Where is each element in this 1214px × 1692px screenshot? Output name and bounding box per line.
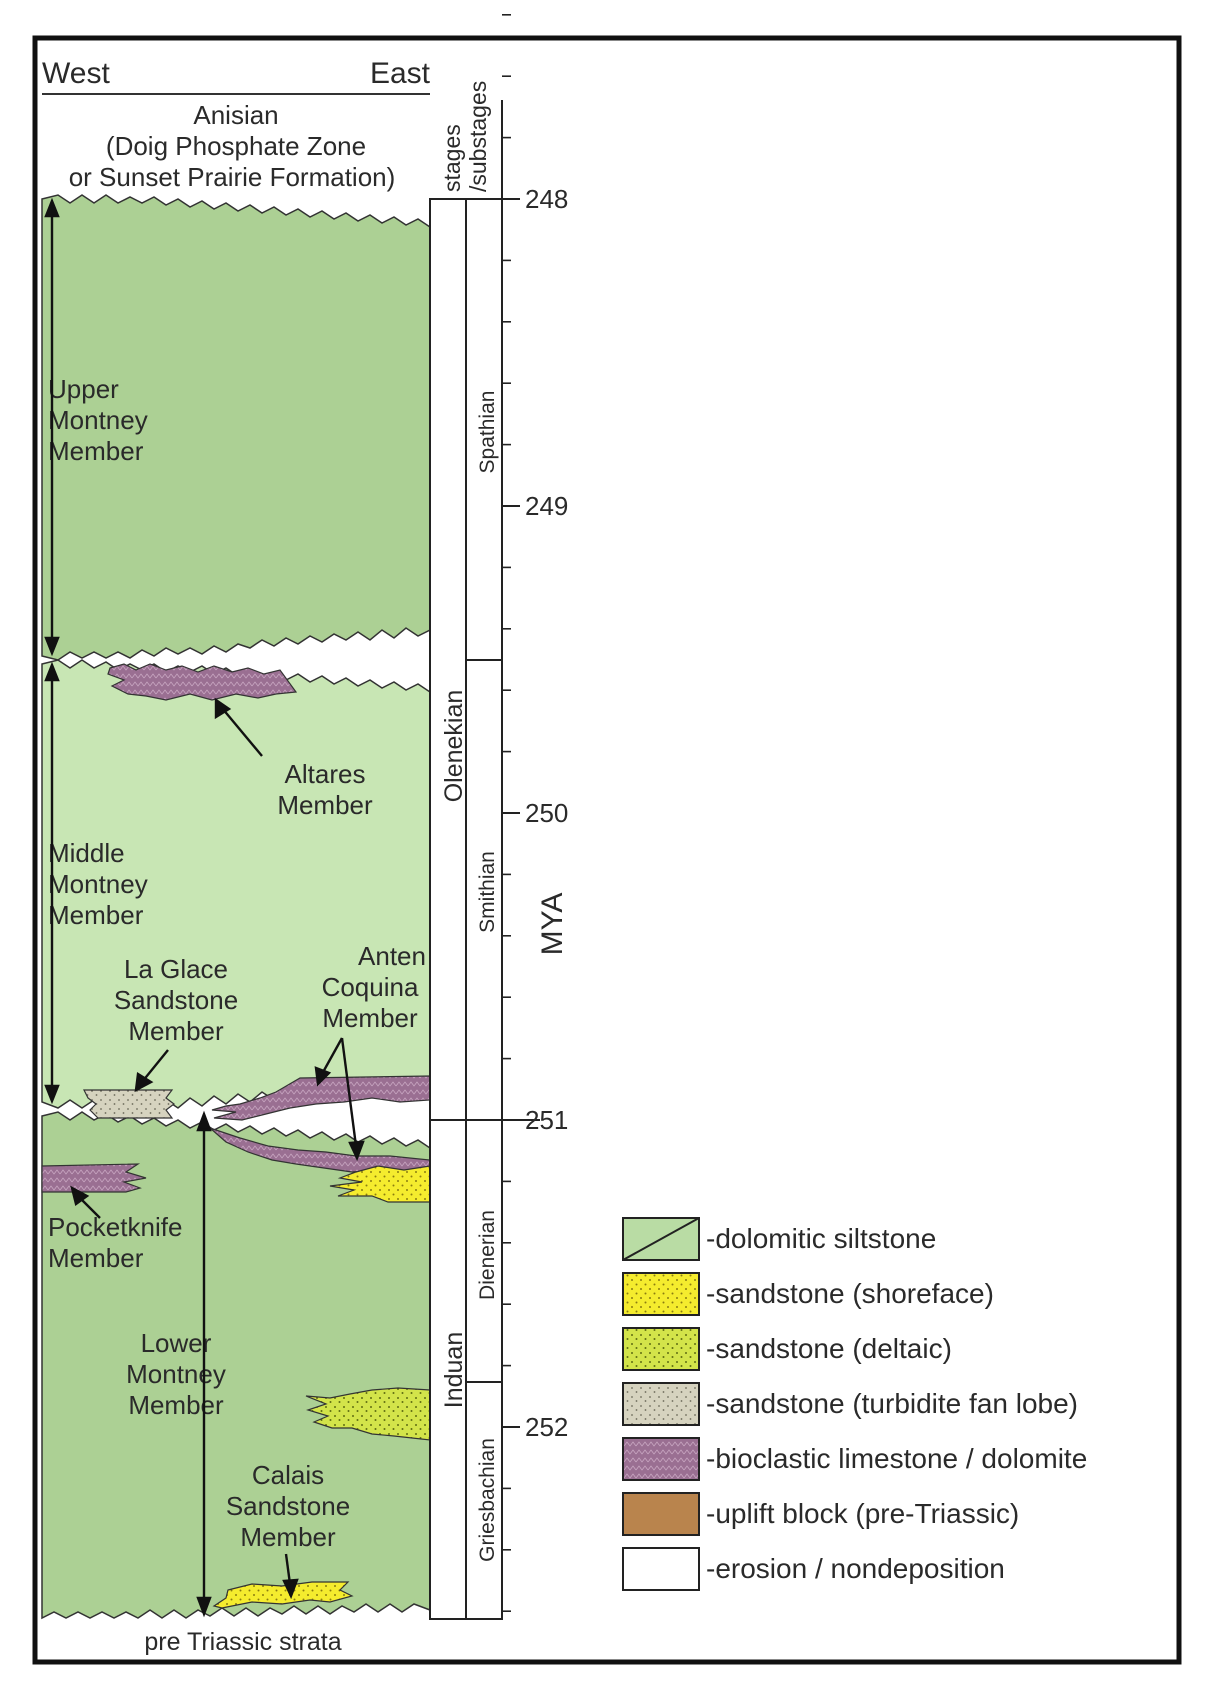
legend-label: -sandstone (deltaic) — [706, 1333, 952, 1364]
legend-label: -dolomitic siltstone — [706, 1223, 936, 1254]
legend: -dolomitic siltstone -sandstone (shorefac… — [622, 1217, 1087, 1591]
calais-label-3: Member — [240, 1522, 336, 1552]
middle-montney-label-3: Member — [48, 900, 144, 930]
substage-smithian: Smithian — [476, 851, 499, 933]
major-ticks: 248 249 250 251 252 — [502, 184, 568, 1442]
stage-olenekian: Olenekian — [440, 690, 468, 803]
minor-ticks — [502, 14, 511, 1612]
anten-pointer-2 — [340, 1037, 358, 1147]
tick-label-250: 250 — [525, 798, 568, 828]
anten-pointer-1 — [320, 1037, 344, 1075]
tick-label-248: 248 — [525, 184, 568, 214]
axis-title-mya: MYA — [536, 893, 569, 956]
laglace-pointer — [141, 1049, 169, 1083]
legend-label: -sandstone (shoreface) — [706, 1278, 994, 1309]
upper-montney-label-1: Upper — [48, 374, 119, 404]
anten-label-2: Coquina — [322, 972, 419, 1002]
stage-induan: Induan — [440, 1332, 468, 1408]
calais-pointer-head — [282, 1578, 299, 1600]
tick-label-249: 249 — [525, 491, 568, 521]
laglace-label-2: Sandstone — [114, 985, 238, 1015]
lower-montney-label-1: Lower — [141, 1328, 212, 1358]
lower-montney-label-3: Member — [128, 1390, 224, 1420]
legend-label: -bioclastic limestone / dolomite — [706, 1443, 1087, 1474]
legend-swatch — [622, 1547, 700, 1591]
lower-range-arrow-head-top — [196, 1110, 212, 1132]
legend-swatch — [622, 1327, 700, 1371]
legend-item: -sandstone (deltaic) — [622, 1327, 952, 1371]
anisian-subtitle-2: or Sunset Prairie Formation) — [69, 162, 396, 192]
pocketknife-label-2: Member — [48, 1243, 144, 1273]
shoreface-upper-lens — [329, 1165, 431, 1203]
member-labels: Upper Montney Member Middle Montney Memb… — [48, 374, 426, 1656]
middle-montney-label-1: Middle — [48, 838, 125, 868]
altares-label-2: Member — [277, 790, 373, 820]
time-axis: 248 249 250 251 252 MYA — [501, 14, 569, 1619]
anten-pointer-2-head — [348, 1140, 365, 1162]
anisian-subtitle-1: (Doig Phosphate Zone — [106, 131, 366, 161]
upper-montney-label-3: Member — [48, 436, 144, 466]
middle-range-arrow-head-top — [44, 661, 60, 682]
substage-spathian: Spathian — [476, 391, 499, 474]
deltaic-lens — [305, 1387, 431, 1441]
substage-griesbachian: Griesbachian — [476, 1438, 499, 1562]
altares-label-1: Altares — [285, 759, 366, 789]
legend-item: -uplift block (pre-Triassic) — [622, 1492, 1019, 1536]
pocketknife-pointer-head — [70, 1185, 90, 1207]
legend-swatch — [622, 1492, 700, 1536]
legend-swatch — [622, 1382, 700, 1426]
arrows — [44, 197, 365, 1618]
stages-column: Olenekian Induan Spathian Smithian Diene… — [429, 81, 540, 1620]
lower-range-arrow-head-bottom — [196, 1596, 212, 1618]
anten-label-1: Anten — [358, 941, 426, 971]
legend-swatch-diagonal — [622, 1217, 700, 1261]
anten-pointer-1-head — [314, 1066, 332, 1087]
pocketknife-label-1: Pocketknife — [48, 1212, 182, 1242]
altares-lens — [107, 663, 298, 701]
lithology-column — [41, 194, 431, 1620]
legend-item: -bioclastic limestone / dolomite — [622, 1437, 1087, 1481]
altares-pointer — [221, 707, 263, 757]
legend-swatch — [622, 1437, 700, 1481]
legend-item: -erosion / nondeposition — [622, 1547, 1005, 1591]
tick-label-252: 252 — [525, 1412, 568, 1442]
calais-pointer — [284, 1553, 292, 1585]
outer-frame — [32, 35, 1182, 1665]
west-label: West — [42, 57, 110, 90]
legend-item: -sandstone (turbidite fan lobe) — [622, 1382, 1078, 1426]
pre-triassic-label: pre Triassic strata — [144, 1628, 341, 1656]
tick-label-251: 251 — [525, 1105, 568, 1135]
la-glace-lens — [83, 1089, 175, 1119]
legend-swatch — [622, 1272, 700, 1316]
stages-header-line-1: stages — [439, 124, 465, 192]
anten-upper-lens — [211, 1075, 431, 1121]
lower-montney-label-2: Montney — [126, 1359, 226, 1389]
middle-range-arrow-head-bottom — [44, 1084, 60, 1105]
legend-label: -uplift block (pre-Triassic) — [706, 1498, 1019, 1529]
legend-item: -dolomitic siltstone — [622, 1217, 936, 1261]
calais-label-2: Sandstone — [226, 1491, 350, 1521]
pocketknife-lens — [41, 1163, 147, 1193]
anten-label-3: Member — [322, 1003, 418, 1033]
anisian-title: Anisian — [193, 100, 278, 130]
legend-label: -sandstone (turbidite fan lobe) — [706, 1388, 1078, 1419]
upper-range-arrow-head-top — [44, 197, 60, 218]
laglace-pointer-head — [134, 1072, 154, 1093]
substage-dienerian: Dienerian — [476, 1210, 499, 1300]
laglace-label-3: Member — [128, 1016, 224, 1046]
east-label: East — [370, 57, 431, 90]
legend-item: -sandstone (shoreface) — [622, 1272, 994, 1316]
calais-label-1: Calais — [252, 1460, 324, 1490]
stages-header-line-2: /substages — [465, 81, 491, 192]
laglace-label-1: La Glace — [124, 954, 228, 984]
legend-label: -erosion / nondeposition — [706, 1553, 1005, 1584]
upper-range-arrow-head-bottom — [44, 636, 60, 657]
upper-montney-label-2: Montney — [48, 405, 148, 435]
middle-montney-label-2: Montney — [48, 869, 148, 899]
altares-pointer-head — [214, 697, 232, 720]
